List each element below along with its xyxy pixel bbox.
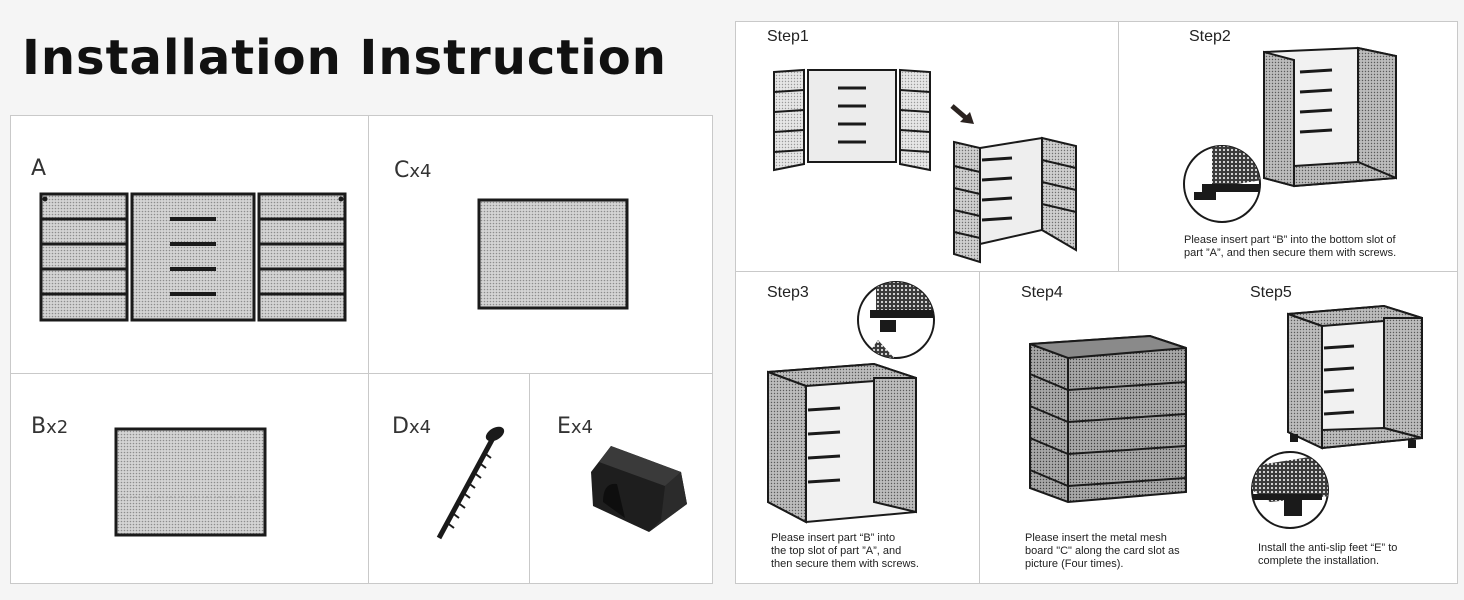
step2-zoom-detail bbox=[1182, 144, 1262, 224]
part-a-label: A bbox=[31, 156, 46, 181]
step2-cube bbox=[1256, 46, 1400, 190]
part-c-label: Cx4 bbox=[394, 158, 431, 183]
part-b-label: Bx2 bbox=[31, 414, 68, 439]
part-d-label: Dx4 bbox=[392, 414, 431, 439]
step3-label: Step3 bbox=[767, 284, 809, 302]
step1-folded-frame bbox=[952, 134, 1078, 266]
step1-flat-frame bbox=[772, 68, 932, 172]
part-c-mesh-board bbox=[477, 198, 629, 310]
step3-caption: Please insert part “B” into the top slot… bbox=[771, 532, 929, 571]
step4-label: Step4 bbox=[1021, 284, 1063, 302]
step3-zoom-detail bbox=[856, 280, 936, 360]
step3-cube bbox=[764, 362, 920, 524]
step5-zoom-detail bbox=[1250, 450, 1330, 530]
part-e-anti-slip-foot bbox=[589, 442, 689, 534]
part-d-screw bbox=[431, 422, 511, 542]
step2-label: Step2 bbox=[1189, 28, 1231, 46]
part-a-folding-frame bbox=[39, 192, 347, 322]
step1-label: Step1 bbox=[767, 28, 809, 46]
steps-panel: Step1 bbox=[735, 21, 1458, 584]
step5-cube bbox=[1284, 304, 1426, 452]
step5-label: Step5 bbox=[1250, 284, 1292, 302]
step5-caption: Install the anti-slip feet “E” to comple… bbox=[1258, 542, 1438, 568]
parts-panel: A Cx4 B bbox=[10, 115, 713, 584]
part-e-label: Ex4 bbox=[557, 414, 593, 439]
page-title: Installation Instruction bbox=[22, 30, 667, 86]
step2-caption: Please insert part “B” into the bottom s… bbox=[1184, 234, 1444, 260]
step4-caption: Please insert the metal mesh board "C" a… bbox=[1025, 532, 1189, 571]
step4-shelf-assembly bbox=[1024, 334, 1190, 504]
step1-arrow-icon bbox=[950, 104, 976, 126]
part-b-mesh-panel bbox=[114, 427, 267, 537]
